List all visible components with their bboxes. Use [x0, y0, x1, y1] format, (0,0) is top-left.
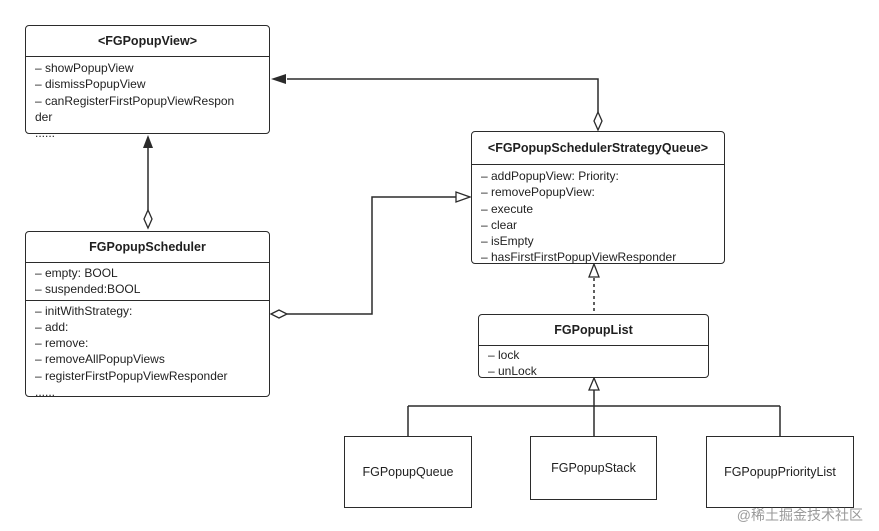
- method-item: ......: [35, 385, 56, 400]
- diamond-scheduler-right: [269, 309, 289, 319]
- method-item: – canRegisterFirstPopupViewRespon: [35, 93, 235, 108]
- class-fgpopupprioritylist: FGPopupPriorityList: [706, 436, 854, 508]
- arrowhead-left-to-view: [271, 74, 286, 84]
- method-item: – hasFirstFirstPopupViewResponder: [481, 250, 677, 265]
- method-item: – removePopupView:: [481, 185, 595, 200]
- class-title: FGPopupScheduler: [26, 232, 269, 263]
- triangle-to-queue: [455, 191, 472, 203]
- attribute-item: – empty: BOOL: [35, 266, 118, 280]
- method-item: – dismissPopupView: [35, 77, 146, 92]
- method-item: ......: [35, 126, 56, 141]
- class-fgpopupscheduler: FGPopupScheduler – empty: BOOL – suspend…: [25, 231, 270, 399]
- attribute-item: – suspended:BOOL: [35, 282, 141, 297]
- diamond-queue-top: [593, 110, 603, 132]
- method-item: – registerFirstPopupViewResponder: [35, 368, 228, 383]
- method-item: – clear: [481, 217, 518, 232]
- class-title: FGPopupList: [479, 315, 708, 346]
- class-fgpopuplist: FGPopupList – lock – unLock: [478, 314, 709, 378]
- class-fgpopupview: <FGPopupView> – showPopupView – dismissP…: [25, 25, 270, 140]
- class-fgpopupqueue: FGPopupQueue: [344, 436, 472, 508]
- diamond-scheduler-top: [143, 208, 153, 230]
- method-item: – isEmpty: [481, 234, 534, 249]
- method-item: – lock: [488, 348, 520, 362]
- method-item: – execute: [481, 201, 534, 216]
- attributes-section: – empty: BOOL – suspended:BOOL: [26, 263, 269, 301]
- composition-line-queue-view: [287, 78, 599, 112]
- methods-section: – addPopupView: Priority: – removePopupV…: [472, 165, 724, 268]
- method-item: – remove:: [35, 336, 89, 351]
- method-item: – removeAllPopupViews: [35, 352, 165, 367]
- class-fgpopupstack: FGPopupStack: [530, 436, 657, 500]
- class-title: <FGPopupSchedulerStrategyQueue>: [472, 132, 724, 165]
- method-item: – showPopupView: [35, 61, 134, 75]
- class-title: <FGPopupView>: [26, 26, 269, 57]
- methods-section: – showPopupView – dismissPopupView – can…: [26, 57, 269, 143]
- methods-section: – initWithStrategy: – add: – remove: – r…: [26, 301, 269, 403]
- triangle-realization: [588, 262, 600, 278]
- class-fgpopupschedulerstrategyqueue: <FGPopupSchedulerStrategyQueue> – addPop…: [471, 131, 725, 264]
- method-item: – addPopupView: Priority:: [481, 169, 619, 183]
- methods-section: – lock – unLock: [479, 346, 708, 382]
- method-item: – add:: [35, 319, 69, 334]
- method-item: der: [35, 109, 53, 124]
- method-item: – unLock: [488, 364, 537, 379]
- triangle-inheritance: [588, 376, 600, 391]
- association-line-scheduler-queue: [287, 196, 456, 315]
- method-item: – initWithStrategy:: [35, 303, 133, 318]
- watermark: @稀土掘金技术社区: [736, 507, 863, 523]
- arrowhead-up-to-view: [143, 135, 153, 148]
